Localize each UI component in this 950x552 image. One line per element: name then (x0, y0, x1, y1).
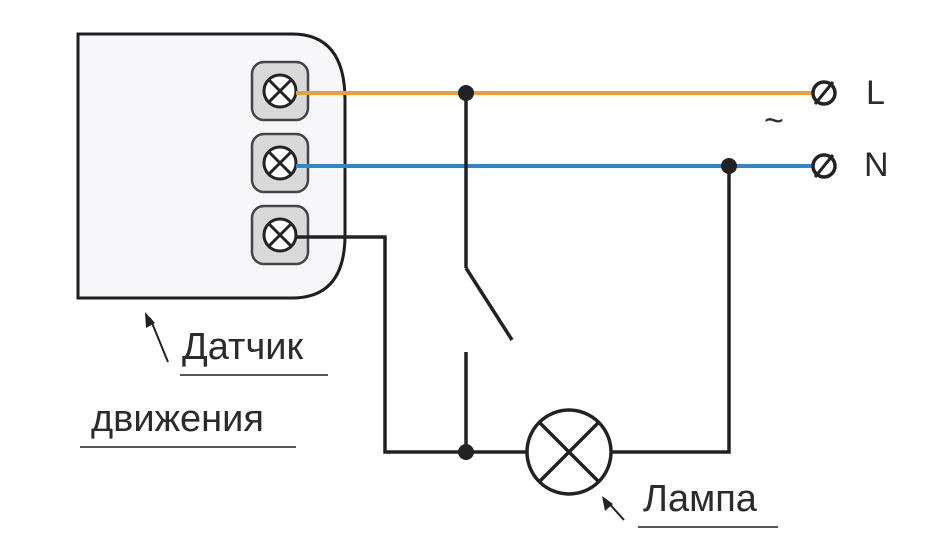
terminal-block-bottom (250, 204, 310, 266)
terminal-block-middle (250, 132, 310, 194)
sensor-label-line2: движения (91, 398, 264, 440)
switch-contact (464, 267, 514, 341)
sensor-pointer-arrow (145, 312, 169, 363)
supply-terminal-L (811, 80, 837, 106)
label-L: L (866, 74, 885, 112)
sensor-output-wire (296, 235, 527, 454)
junction-neutral (721, 158, 737, 174)
supply-terminal-N (811, 153, 837, 179)
sensor-label-line1: Датчик (182, 326, 304, 368)
lamp-pointer-arrow (602, 496, 625, 521)
lamp-symbol (525, 408, 613, 496)
junction-phase (458, 85, 474, 101)
sensor-label-underline1 (180, 374, 328, 376)
lamp-label-underline (638, 526, 778, 528)
lamp-neutral-wire (611, 166, 731, 454)
lamp-label: Лампа (643, 478, 757, 520)
terminal-block-top (250, 60, 310, 122)
label-N: N (864, 146, 889, 184)
ac-symbol: ~ (764, 102, 784, 140)
sensor-label-underline2 (80, 446, 296, 448)
junction-lamp (458, 444, 474, 460)
